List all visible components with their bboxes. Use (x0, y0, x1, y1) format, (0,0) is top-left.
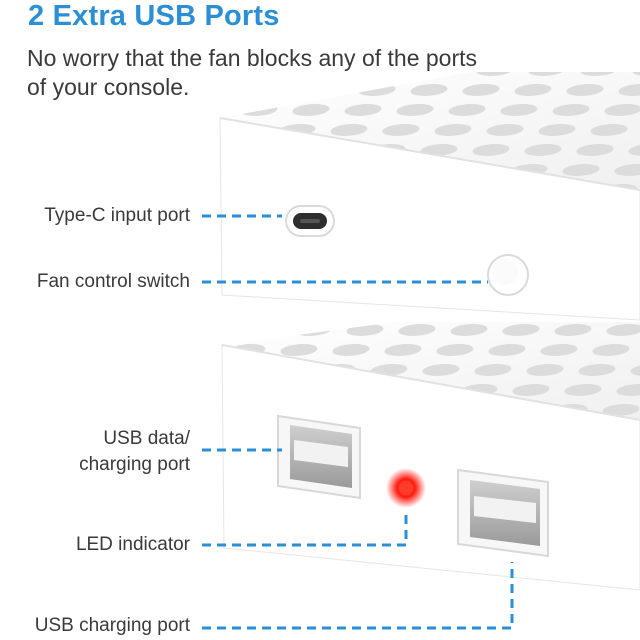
callout-line-led (202, 512, 408, 547)
usb-charging-port-icon (457, 468, 549, 558)
label-type-c-port: Type-C input port (44, 205, 190, 226)
type-c-port-icon (285, 205, 335, 237)
callout-line-usb-charging (202, 562, 514, 630)
callout-lines (202, 214, 514, 630)
label-fan-control-switch: Fan control switch (36, 271, 190, 292)
upper-fan-block (219, 72, 640, 321)
fan-switch-icon (487, 254, 529, 296)
page-title: 2 Extra USB Ports (28, 0, 280, 32)
page-subtitle: No worry that the fan blocks any of the … (27, 45, 478, 100)
usb-data-port-icon (277, 414, 361, 500)
label-led-indicator: LED indicator (75, 534, 190, 555)
led-indicator-icon (386, 468, 426, 508)
label-usb-charging-port: USB charging port (34, 615, 190, 636)
label-usb-data-charging-port: USB data/ charging port (79, 428, 190, 475)
